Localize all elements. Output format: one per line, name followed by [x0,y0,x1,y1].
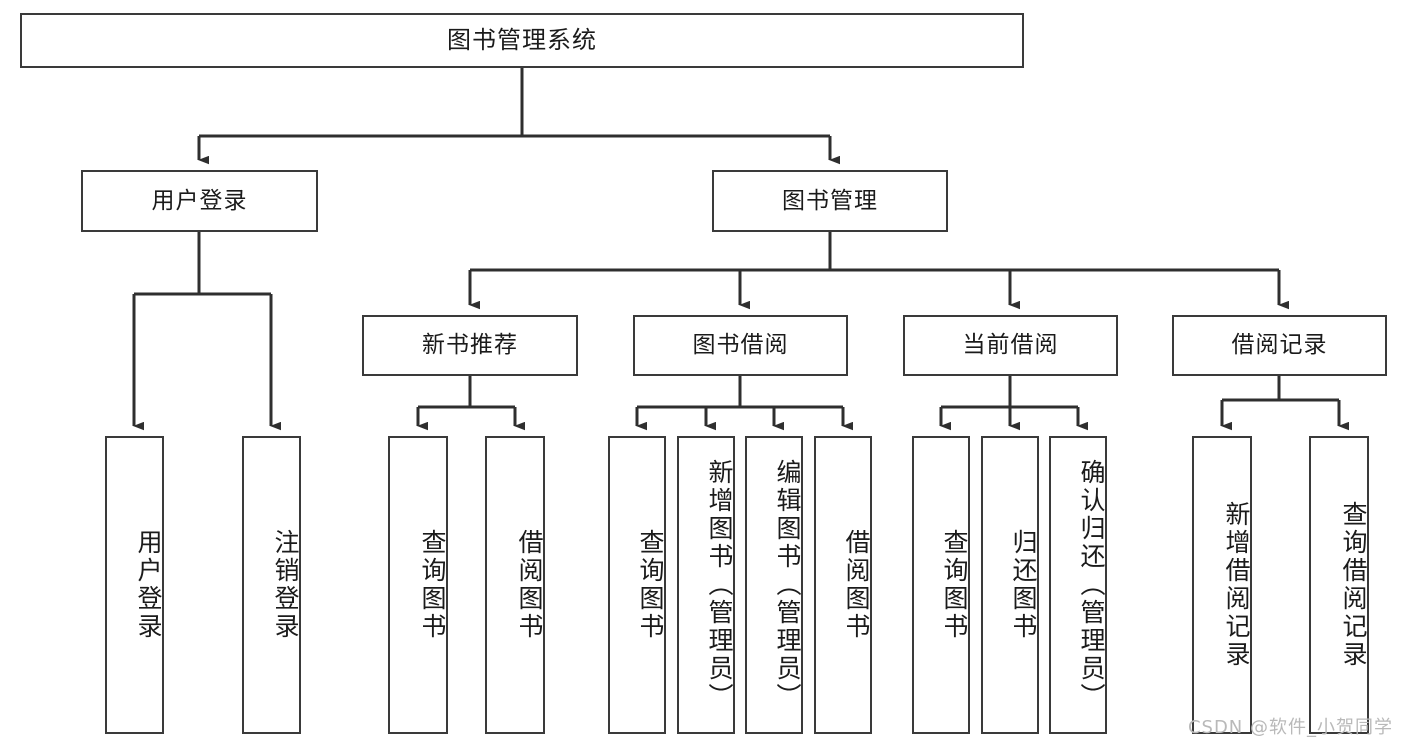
node-label: 图书管理 [782,187,878,214]
node-label: 编辑图书（管理员） [773,459,802,711]
node-label: 新增图书（管理员） [705,459,734,711]
leaf-borrow-book-borrow[interactable]: 借阅图书 [814,436,872,734]
node-borrow-record[interactable]: 借阅记录 [1172,315,1387,376]
node-label: 用户登录 [151,187,248,214]
node-label: 借阅图书 [842,529,871,641]
leaf-edit-book-admin[interactable]: 编辑图书（管理员） [745,436,803,734]
node-label: 查询借阅记录 [1339,501,1368,669]
node-book-borrow[interactable]: 图书借阅 [633,315,848,376]
leaf-query-book-current[interactable]: 查询图书 [912,436,970,734]
node-root-book-management-system[interactable]: 图书管理系统 [20,13,1024,68]
node-label: 归还图书 [1009,529,1038,641]
leaf-query-borrow-record[interactable]: 查询借阅记录 [1309,436,1369,734]
node-label: 注销登录 [271,529,300,641]
leaf-borrow-book-recommend[interactable]: 借阅图书 [485,436,545,734]
node-label: 新增借阅记录 [1222,501,1251,669]
node-label: 图书借阅 [692,332,789,359]
node-label: 查询图书 [418,529,447,641]
leaf-return-book[interactable]: 归还图书 [981,436,1039,734]
leaf-query-book-borrow[interactable]: 查询图书 [608,436,666,734]
leaf-user-login[interactable]: 用户登录 [105,436,164,734]
node-label: 借阅记录 [1231,332,1328,359]
leaf-confirm-return-admin[interactable]: 确认归还（管理员） [1049,436,1107,734]
node-new-book-recommend[interactable]: 新书推荐 [362,315,578,376]
node-label: 借阅图书 [515,529,544,641]
leaf-add-borrow-record[interactable]: 新增借阅记录 [1192,436,1252,734]
node-book-manage[interactable]: 图书管理 [712,170,948,232]
node-label: 新书推荐 [422,332,518,359]
node-user-login[interactable]: 用户登录 [81,170,318,232]
node-label: 图书管理系统 [447,25,597,54]
node-current-borrow[interactable]: 当前借阅 [903,315,1118,376]
node-label: 查询图书 [940,529,969,641]
leaf-query-book-recommend[interactable]: 查询图书 [388,436,448,734]
leaf-logout-login[interactable]: 注销登录 [242,436,301,734]
node-label: 查询图书 [636,529,665,641]
node-label: 确认归还（管理员） [1077,459,1106,711]
node-label: 当前借阅 [962,332,1059,359]
node-label: 用户登录 [134,529,163,641]
leaf-add-book-admin[interactable]: 新增图书（管理员） [677,436,735,734]
csdn-watermark: CSDN @软件_小贺同学 [1187,717,1393,738]
